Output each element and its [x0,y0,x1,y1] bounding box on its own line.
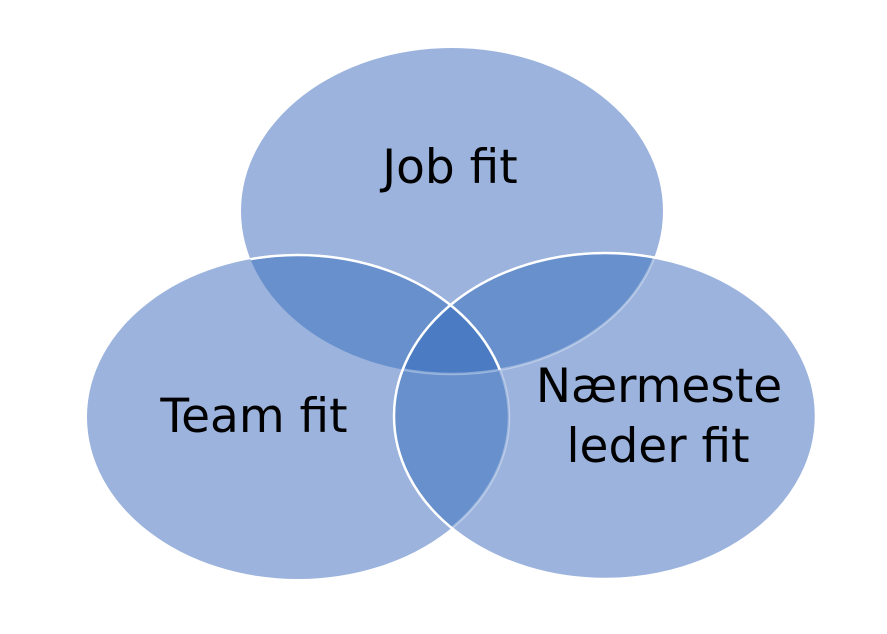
overlap-job-leader [394,253,663,374]
label-job-fit: Job fit [379,140,517,195]
outline-team [241,253,511,374]
outline-leader [392,251,818,581]
label-leader-fit-line2: leder fit [566,419,749,474]
outline-team-inner [394,253,511,579]
label-leader-fit-line1: Nærmeste [536,359,782,414]
overlap-job-team [241,255,509,374]
label-team-fit: Team fit [159,389,347,444]
outline-job-inner [394,253,665,376]
